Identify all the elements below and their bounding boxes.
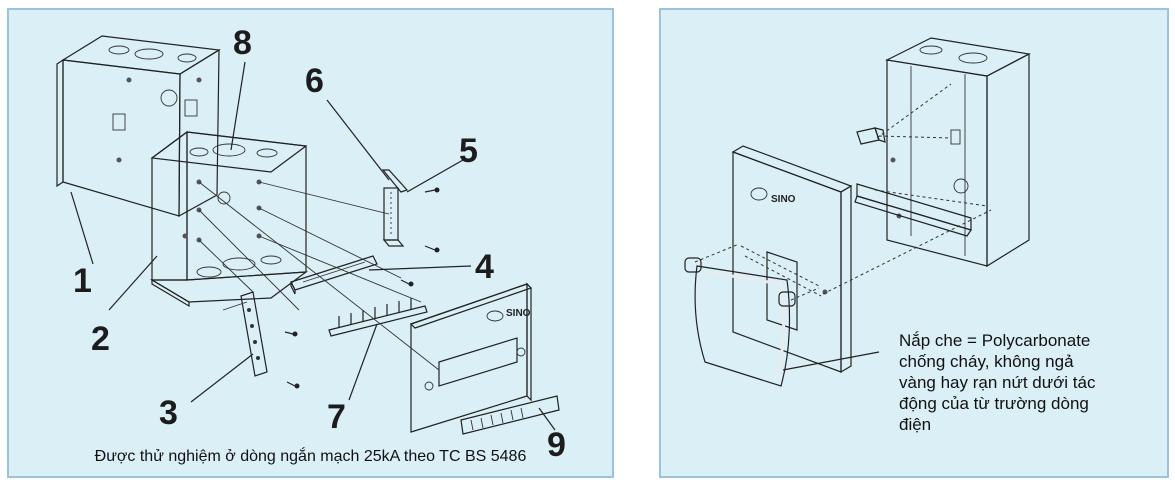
note-line: vàng hay rạn nứt dưới tác (899, 373, 1096, 392)
main-enclosure (149, 130, 308, 308)
callout-2: 2 (91, 320, 110, 358)
note-line: động của từ trường dòng (899, 394, 1089, 413)
neutral-bar (240, 291, 268, 377)
leader-lines (70, 61, 556, 431)
assembly-dashed-lines (694, 83, 992, 301)
screws (284, 187, 440, 389)
guide-lines (198, 181, 440, 371)
assembly-diagram: SINO (684, 37, 1031, 387)
small-bracket (856, 127, 886, 145)
plate-logo-text: SINO (771, 194, 796, 205)
callout-6: 6 (305, 62, 324, 100)
mounting-rail (854, 183, 972, 237)
callout-3: 3 (159, 394, 178, 432)
note-line: điện (899, 415, 932, 434)
front-cover: SINO (409, 282, 533, 433)
exploded-diagram: SINO (56, 24, 566, 464)
assembly-diagram-panel: SINO Nắp che = Polycarbonate chống cháy,… (659, 8, 1169, 478)
label-strip (460, 395, 560, 435)
back-enclosure (56, 35, 221, 218)
callout-4: 4 (475, 248, 494, 286)
enclosure-upright (885, 37, 1031, 268)
callout-8: 8 (233, 24, 252, 62)
exploded-diagram-panel: SINO (7, 8, 614, 478)
polycarbonate-flap (684, 257, 796, 387)
cover-logo-text: SINO (506, 308, 531, 319)
note-line: Nắp che = Polycarbonate (899, 331, 1091, 350)
callout-7: 7 (327, 398, 346, 436)
busbar (328, 298, 428, 337)
din-rail (290, 255, 378, 295)
note-line: chống cháy, không ngả (899, 352, 1074, 371)
polycarbonate-note: Nắp che = Polycarbonate chống cháy, khôn… (899, 330, 1161, 435)
callout-1: 1 (73, 262, 92, 300)
callout-9: 9 (547, 426, 566, 464)
test-caption: Được thử nghiệm ở dòng ngắn mạch 25kA th… (94, 448, 527, 465)
note-leader-line (782, 351, 880, 371)
terminal-block-vertical (381, 169, 409, 247)
callout-5: 5 (459, 132, 478, 170)
